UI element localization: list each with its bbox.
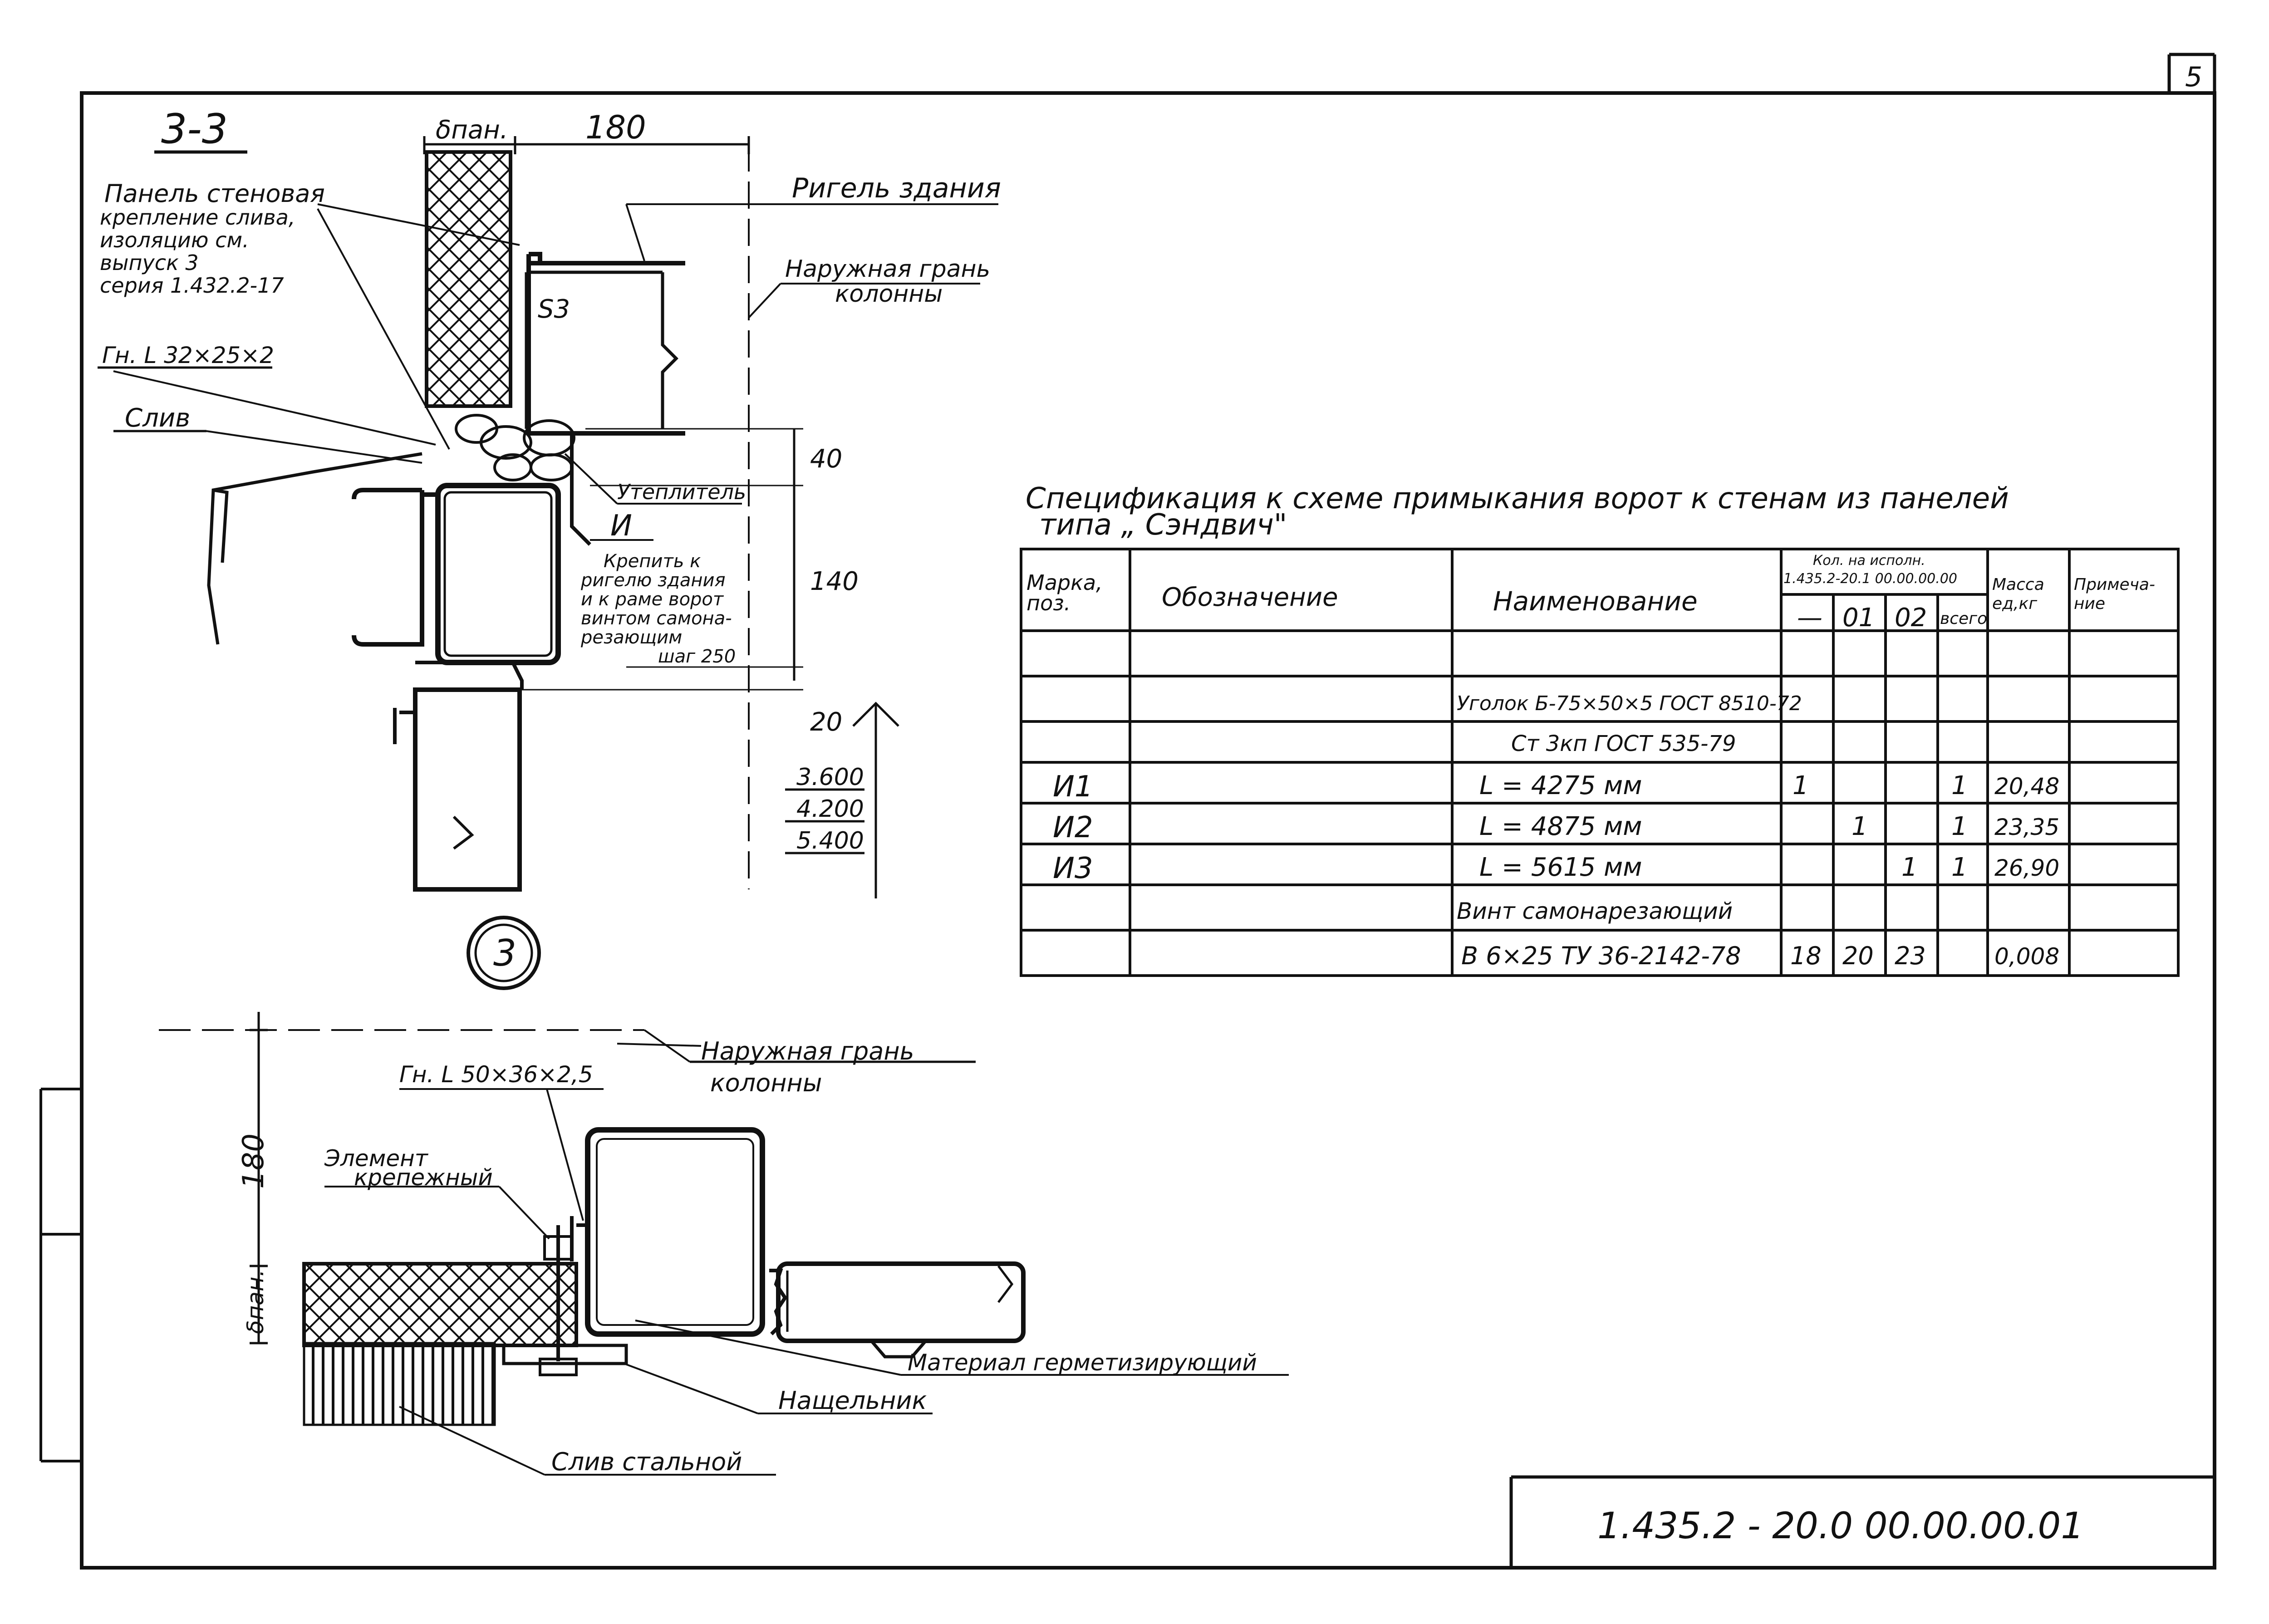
label-panel: Панель стеновая крепление слива, изоляци… bbox=[100, 179, 331, 298]
svg-text:Спецификация к схеме примыкани: Спецификация к схеме примыкания ворот к … bbox=[1026, 482, 2009, 515]
label-fix: Крепить к ригелю здания и к раме ворот в… bbox=[580, 551, 737, 667]
elevation-3: 5.400 bbox=[796, 827, 864, 854]
table-row: И2 L = 4875 мм 1 1 23,35 bbox=[1053, 811, 2059, 844]
header-qty-0: — bbox=[1797, 603, 1822, 633]
svg-text:И3: И3 bbox=[1053, 852, 1093, 885]
spec-table bbox=[1020, 548, 2180, 977]
header-qty-1: 01 bbox=[1842, 603, 1875, 633]
svg-text:23: 23 bbox=[1895, 942, 1926, 970]
sheet-frame bbox=[39, 53, 2216, 1570]
spec-header: Марка, поз. Обозначение Наименование Кол… bbox=[1026, 553, 2160, 633]
svg-text:L = 5615 мм: L = 5615 мм bbox=[1479, 853, 1642, 882]
node-marker: 3 bbox=[467, 916, 541, 990]
gate-channel bbox=[352, 488, 436, 647]
node-label-sealant: Материал герметизирующий bbox=[908, 1349, 1257, 1376]
dim-s3: S3 bbox=[538, 294, 570, 324]
header-qty-2: 02 bbox=[1895, 603, 1927, 633]
header-name: Наименование bbox=[1493, 586, 1698, 617]
node-label-cover: Нащельник bbox=[778, 1386, 927, 1415]
node-drip-sheet bbox=[303, 1342, 496, 1426]
table-row: В 6×25 ТУ 36-2142-78 18 20 23 0,008 bbox=[1461, 942, 2059, 970]
svg-text:В 6×25 ТУ 36-2142-78: В 6×25 ТУ 36-2142-78 bbox=[1461, 942, 1741, 970]
node-dim-180: 180 bbox=[237, 1133, 270, 1189]
node-gate-panel bbox=[776, 1261, 1026, 1343]
svg-text:L = 4875 мм: L = 4875 мм bbox=[1479, 812, 1642, 841]
svg-text:23,35: 23,35 bbox=[1994, 814, 2059, 840]
node-wall-panel bbox=[302, 1262, 578, 1347]
svg-text:26,90: 26,90 bbox=[1994, 855, 2059, 881]
drip-sheet bbox=[207, 452, 422, 645]
table-row: И1 L = 4275 мм 1 1 20,48 bbox=[1053, 770, 2059, 804]
document-code: 1.435.2 - 20.0 00.00.00.01 bbox=[1597, 1505, 2084, 1547]
header-qty-total: всего bbox=[1940, 609, 1987, 628]
dim-140: 140 bbox=[810, 567, 859, 596]
label-insulation: Утеплитель bbox=[617, 480, 746, 504]
node-label-angle: Гн. L 50×36×2,5 bbox=[399, 1061, 593, 1088]
header-qty-group: Кол. на исполн. 1.435.2-20.1 00.00.00.00 bbox=[1783, 553, 1957, 587]
svg-text:Ст 3кп ГОСТ 535-79: Ст 3кп ГОСТ 535-79 bbox=[1511, 731, 1736, 756]
node-3: 180 δпан. Наружная г bbox=[159, 1012, 1289, 1476]
table-row: Ст 3кп ГОСТ 535-79 bbox=[1511, 731, 1736, 756]
svg-text:Уголок Б-75×50×5 ГОСТ 8510-72: Уголок Б-75×50×5 ГОСТ 8510-72 bbox=[1457, 692, 1802, 715]
svg-text:И2: И2 bbox=[1053, 811, 1093, 844]
header-mark: Марка, поз. bbox=[1026, 570, 1109, 615]
header-mass: Масса ед,кг bbox=[1992, 575, 2049, 613]
node-column-tube bbox=[585, 1127, 765, 1337]
svg-text:1: 1 bbox=[1951, 771, 1968, 800]
elevation-2: 4.200 bbox=[796, 795, 864, 823]
page-number: 5 bbox=[2185, 61, 2202, 93]
gate-frame-tube bbox=[435, 483, 561, 665]
elevation-1: 3.600 bbox=[796, 764, 864, 791]
spec-rows: Уголок Б-75×50×5 ГОСТ 8510-72 Ст 3кп ГОС… bbox=[1053, 692, 2059, 970]
wall-panel bbox=[425, 150, 512, 408]
label-angle-32: Гн. L 32×25×2 bbox=[102, 342, 274, 368]
section-title: 3-3 bbox=[161, 105, 228, 153]
spec-title: Спецификация к схеме примыкания ворот к … bbox=[1026, 482, 2009, 542]
table-row: И3 L = 5615 мм 1 1 26,90 bbox=[1053, 852, 2059, 885]
svg-text:1: 1 bbox=[1951, 812, 1968, 841]
dim-panel-top: δпан. bbox=[436, 115, 508, 145]
table-row: Винт самонарезающий bbox=[1457, 898, 1733, 924]
svg-text:20,48: 20,48 bbox=[1994, 773, 2059, 800]
svg-text:типа „ Сэндвич": типа „ Сэндвич" bbox=[1039, 508, 1287, 542]
dim-180-top: 180 bbox=[585, 109, 646, 146]
header-designation: Обозначение bbox=[1162, 583, 1338, 612]
svg-text:L = 4275 мм: L = 4275 мм bbox=[1479, 771, 1642, 800]
dim-20: 20 bbox=[810, 707, 842, 737]
node-label-fastener: Элемент крепежный bbox=[324, 1145, 493, 1191]
svg-text:1: 1 bbox=[1852, 812, 1868, 841]
elevation-marks: 3.600 4.200 5.400 bbox=[785, 764, 864, 854]
svg-text:3: 3 bbox=[493, 932, 516, 974]
label-column-face-top: Наружная грань колонны bbox=[785, 255, 998, 308]
insulation bbox=[455, 414, 575, 481]
svg-text:20: 20 bbox=[1842, 942, 1874, 970]
svg-text:1: 1 bbox=[1951, 853, 1968, 882]
label-drip: Слив bbox=[125, 403, 190, 433]
node-label-column-face: Наружная грань колонны bbox=[701, 1037, 922, 1097]
svg-text:0,008: 0,008 bbox=[1994, 943, 2059, 970]
svg-text:1: 1 bbox=[1793, 771, 1809, 800]
building-beam bbox=[526, 252, 685, 436]
header-note: Примеча- ние bbox=[2074, 575, 2160, 613]
dim-40: 40 bbox=[810, 444, 842, 474]
node-label-drip: Слив стальной bbox=[551, 1447, 742, 1476]
svg-text:1: 1 bbox=[1901, 853, 1918, 882]
label-item: И bbox=[610, 509, 632, 543]
svg-text:18: 18 bbox=[1790, 942, 1822, 970]
svg-text:И1: И1 bbox=[1053, 770, 1093, 804]
label-beam: Ригель здания bbox=[792, 172, 1001, 204]
svg-text:Винт самонарезающий: Винт самонарезающий bbox=[1457, 898, 1733, 924]
table-row: Уголок Б-75×50×5 ГОСТ 8510-72 bbox=[1457, 692, 1802, 715]
node-dim-panel: δпан. bbox=[242, 1269, 269, 1334]
section-3-3: 3-3 δпан. 180 bbox=[98, 105, 1001, 898]
